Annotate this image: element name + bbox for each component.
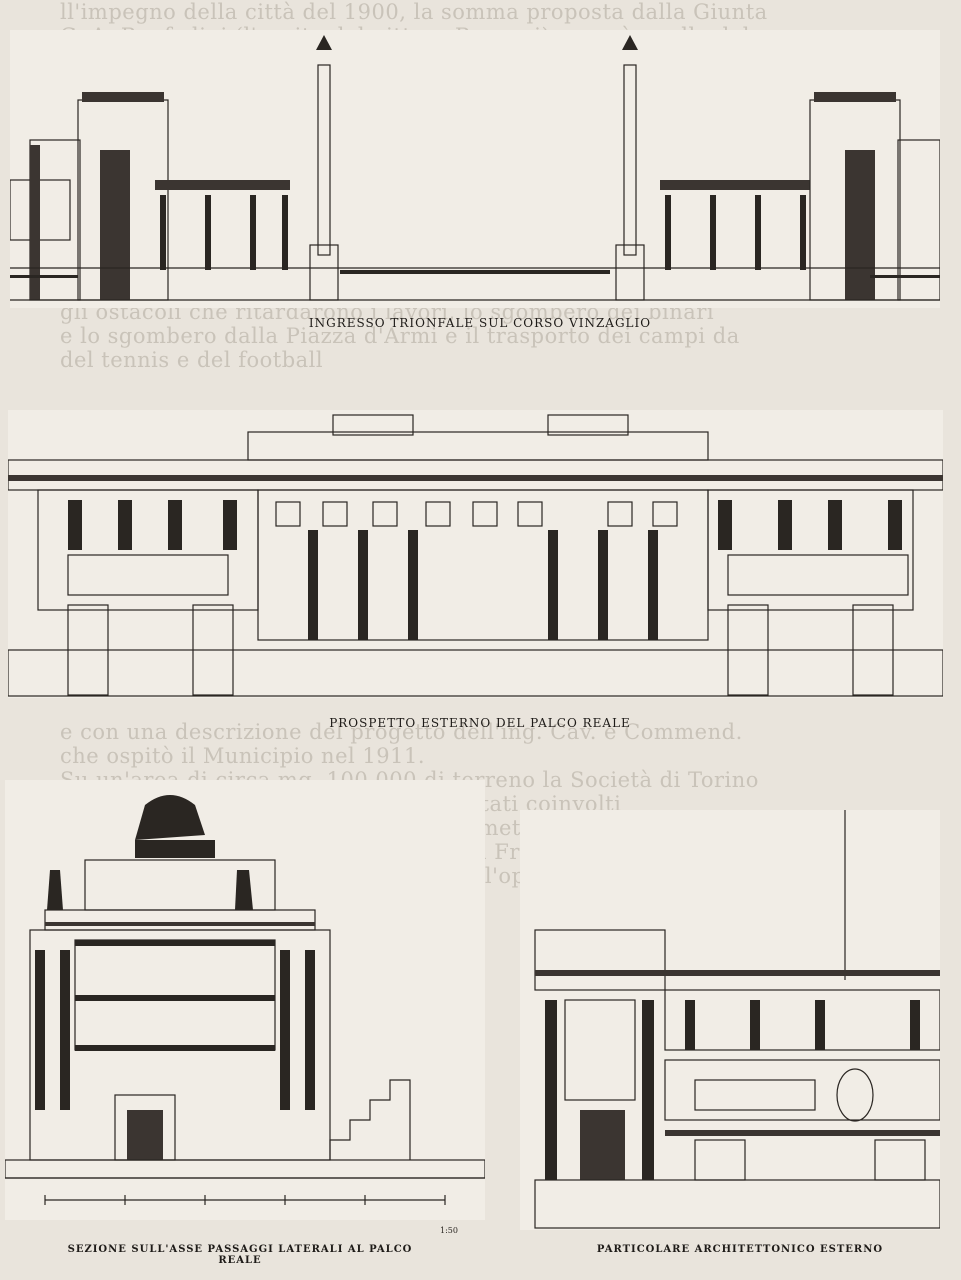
royal-stand-drawing [7,414,944,697]
background-text-line: che ospitò il Municipio nel 1911. [60,744,426,768]
section-drawing [4,795,486,1205]
background-text-line: del tennis e del football [60,348,324,372]
caption-section: SEZIONE SULL'ASSE PASSAGGI LATERALI AL P… [67,1244,413,1266]
triumphal-entrance-drawing [9,35,941,301]
background-text-line: e con una descrizione del progetto dell'… [60,720,743,744]
scale-ratio: 1:50 [440,1226,458,1235]
figure-triumphal-entrance [9,30,941,308]
caption-architectural-detail: PARTICOLARE ARCHITETTONICO ESTERNO [596,1244,884,1255]
caption-triumphal-entrance: INGRESSO TRIONFALE SUL CORSO VINZAGLIO [308,316,652,330]
caption-royal-stand-facade: PROSPETTO ESTERNO DEL PALCO REALE [329,716,631,730]
background-text-line: ll'impegno della città del 1900, la somm… [60,0,768,24]
figure-section-drawing [4,780,486,1220]
figure-architectural-detail [520,810,941,1230]
background-text-line: e lo sgombero dalla Piazza d'Armi e il t… [60,324,740,348]
figure-royal-stand-facade [7,410,944,698]
architectural-detail-drawing [534,810,941,1229]
